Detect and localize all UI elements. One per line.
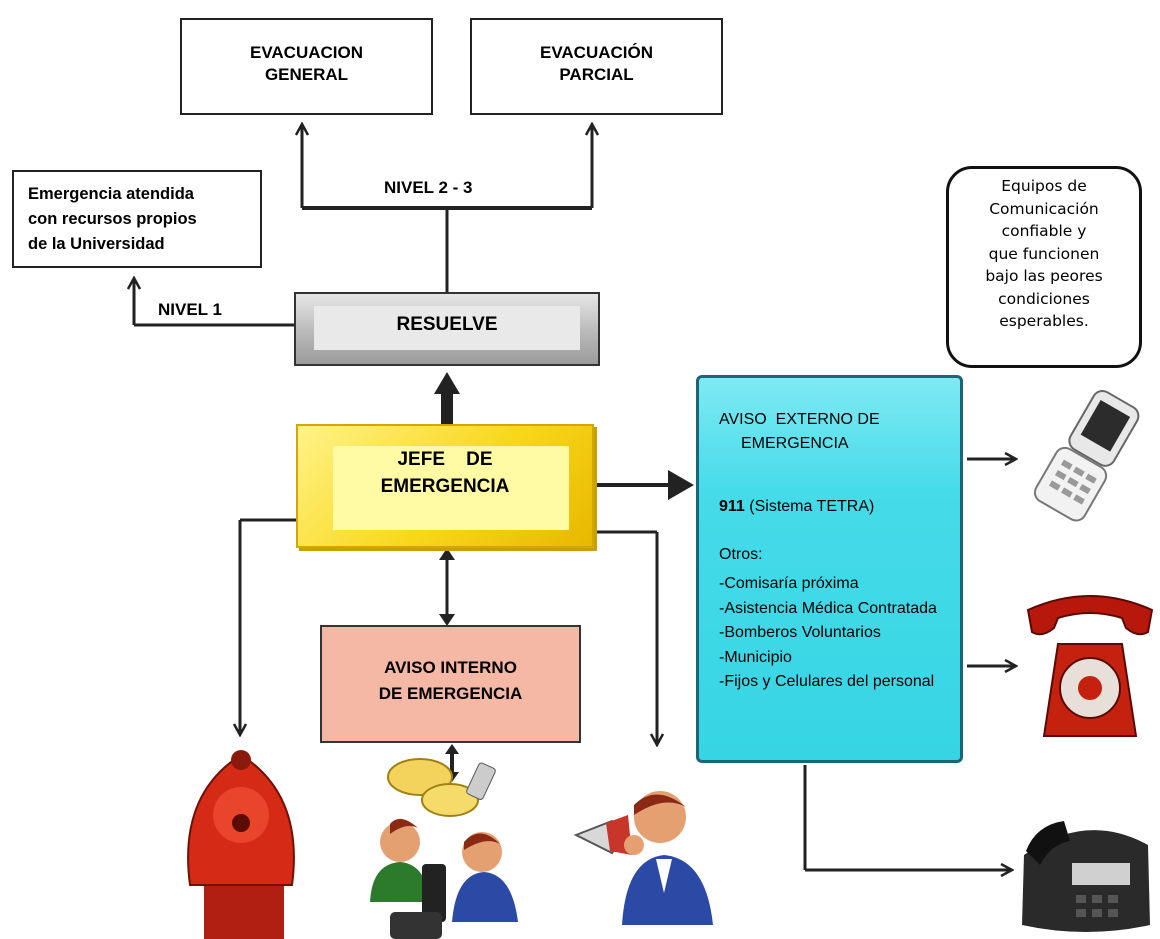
aviso-externo-list: -Comisaría próxima -Asistencia Médica Co… <box>719 572 949 695</box>
arrowhead-up-interno <box>445 744 459 754</box>
equipos-line1: Equipos de <box>1001 177 1087 195</box>
arrowhead-down-interno <box>439 614 455 626</box>
evacuacion-general-line1: EVACUACION <box>249 43 364 62</box>
jefe-line2: EMERGENCIA <box>380 476 510 497</box>
equipos-line4: que funcionen <box>988 244 1100 263</box>
list-item: -Asistencia Médica Contratada <box>719 599 937 617</box>
resuelve-label: RESUELVE <box>396 314 498 335</box>
line-911-number: 911 <box>719 498 745 515</box>
aviso-externo-box: AVISO EXTERNO DE EMERGENCIA 911 (Sistema… <box>696 375 963 763</box>
equipos-line3: confiable y <box>1001 222 1087 240</box>
line-911-rest: (Sistema TETRA) <box>744 498 875 515</box>
aviso-externo-title-line2: EMERGENCIA <box>741 435 849 452</box>
equipos-line2: Comunicación <box>989 199 1099 218</box>
list-item: -Municipio <box>719 648 792 666</box>
equipos-line6: condiciones <box>998 289 1090 308</box>
list-item: -Fijos y Celulares del personal <box>719 673 935 690</box>
equipos-line5: bajo las peores <box>985 267 1103 285</box>
atendida-line1: Emergencia atendida <box>28 185 194 203</box>
arrowhead-resuelve <box>434 372 460 394</box>
otros-label: Otros: <box>719 546 763 563</box>
arrowhead-externo <box>668 470 694 500</box>
evacuacion-parcial-box: EVACUACIÓN PARCIAL <box>470 18 723 115</box>
aviso-externo-title-line1: AVISO EXTERNO DE <box>719 411 880 428</box>
list-item: -Bomberos Voluntarios <box>719 624 881 641</box>
fax-telephone-icon <box>1022 821 1150 932</box>
aviso-interno-line1: AVISO INTERNO <box>384 658 517 677</box>
aviso-interno-box: AVISO INTERNO DE EMERGENCIA <box>320 625 581 743</box>
arrowhead-up-jefe <box>439 548 455 560</box>
line-911: 911 (Sistema TETRA) <box>719 498 874 516</box>
people-communicating-icon <box>370 758 518 939</box>
equipos-comunicacion-box: Equipos de Comunicación confiable y que … <box>946 166 1142 368</box>
nivel-1-label: NIVEL 1 <box>158 300 222 319</box>
atendida-line3: de la Universidad <box>28 235 165 253</box>
equipos-line7: esperables. <box>999 312 1089 330</box>
evacuacion-parcial-line1: EVACUACIÓN <box>539 43 654 62</box>
atendida-line2: con recursos propios <box>28 210 197 228</box>
resuelve-box: RESUELVE <box>294 292 600 366</box>
evacuacion-general-box: EVACUACION GENERAL <box>180 18 433 115</box>
mobile-phone-icon <box>1033 389 1140 522</box>
jefe-line1: JEFE DE <box>397 449 493 470</box>
megaphone-person-icon <box>573 791 713 925</box>
list-item: -Comisaría próxima <box>719 575 859 592</box>
alarm-bell-icon <box>187 750 295 939</box>
evacuacion-parcial-line2: PARCIAL <box>559 65 634 84</box>
jefe-de-emergencia-box: JEFE DE EMERGENCIA <box>296 424 594 548</box>
emergencia-atendida-box: Emergencia atendida con recursos propios… <box>12 170 262 268</box>
red-rotary-telephone-icon <box>1026 595 1154 737</box>
evacuacion-general-line2: GENERAL <box>264 65 349 84</box>
aviso-interno-line2: DE EMERGENCIA <box>378 684 523 703</box>
nivel-23-label: NIVEL 2 - 3 <box>384 178 473 197</box>
